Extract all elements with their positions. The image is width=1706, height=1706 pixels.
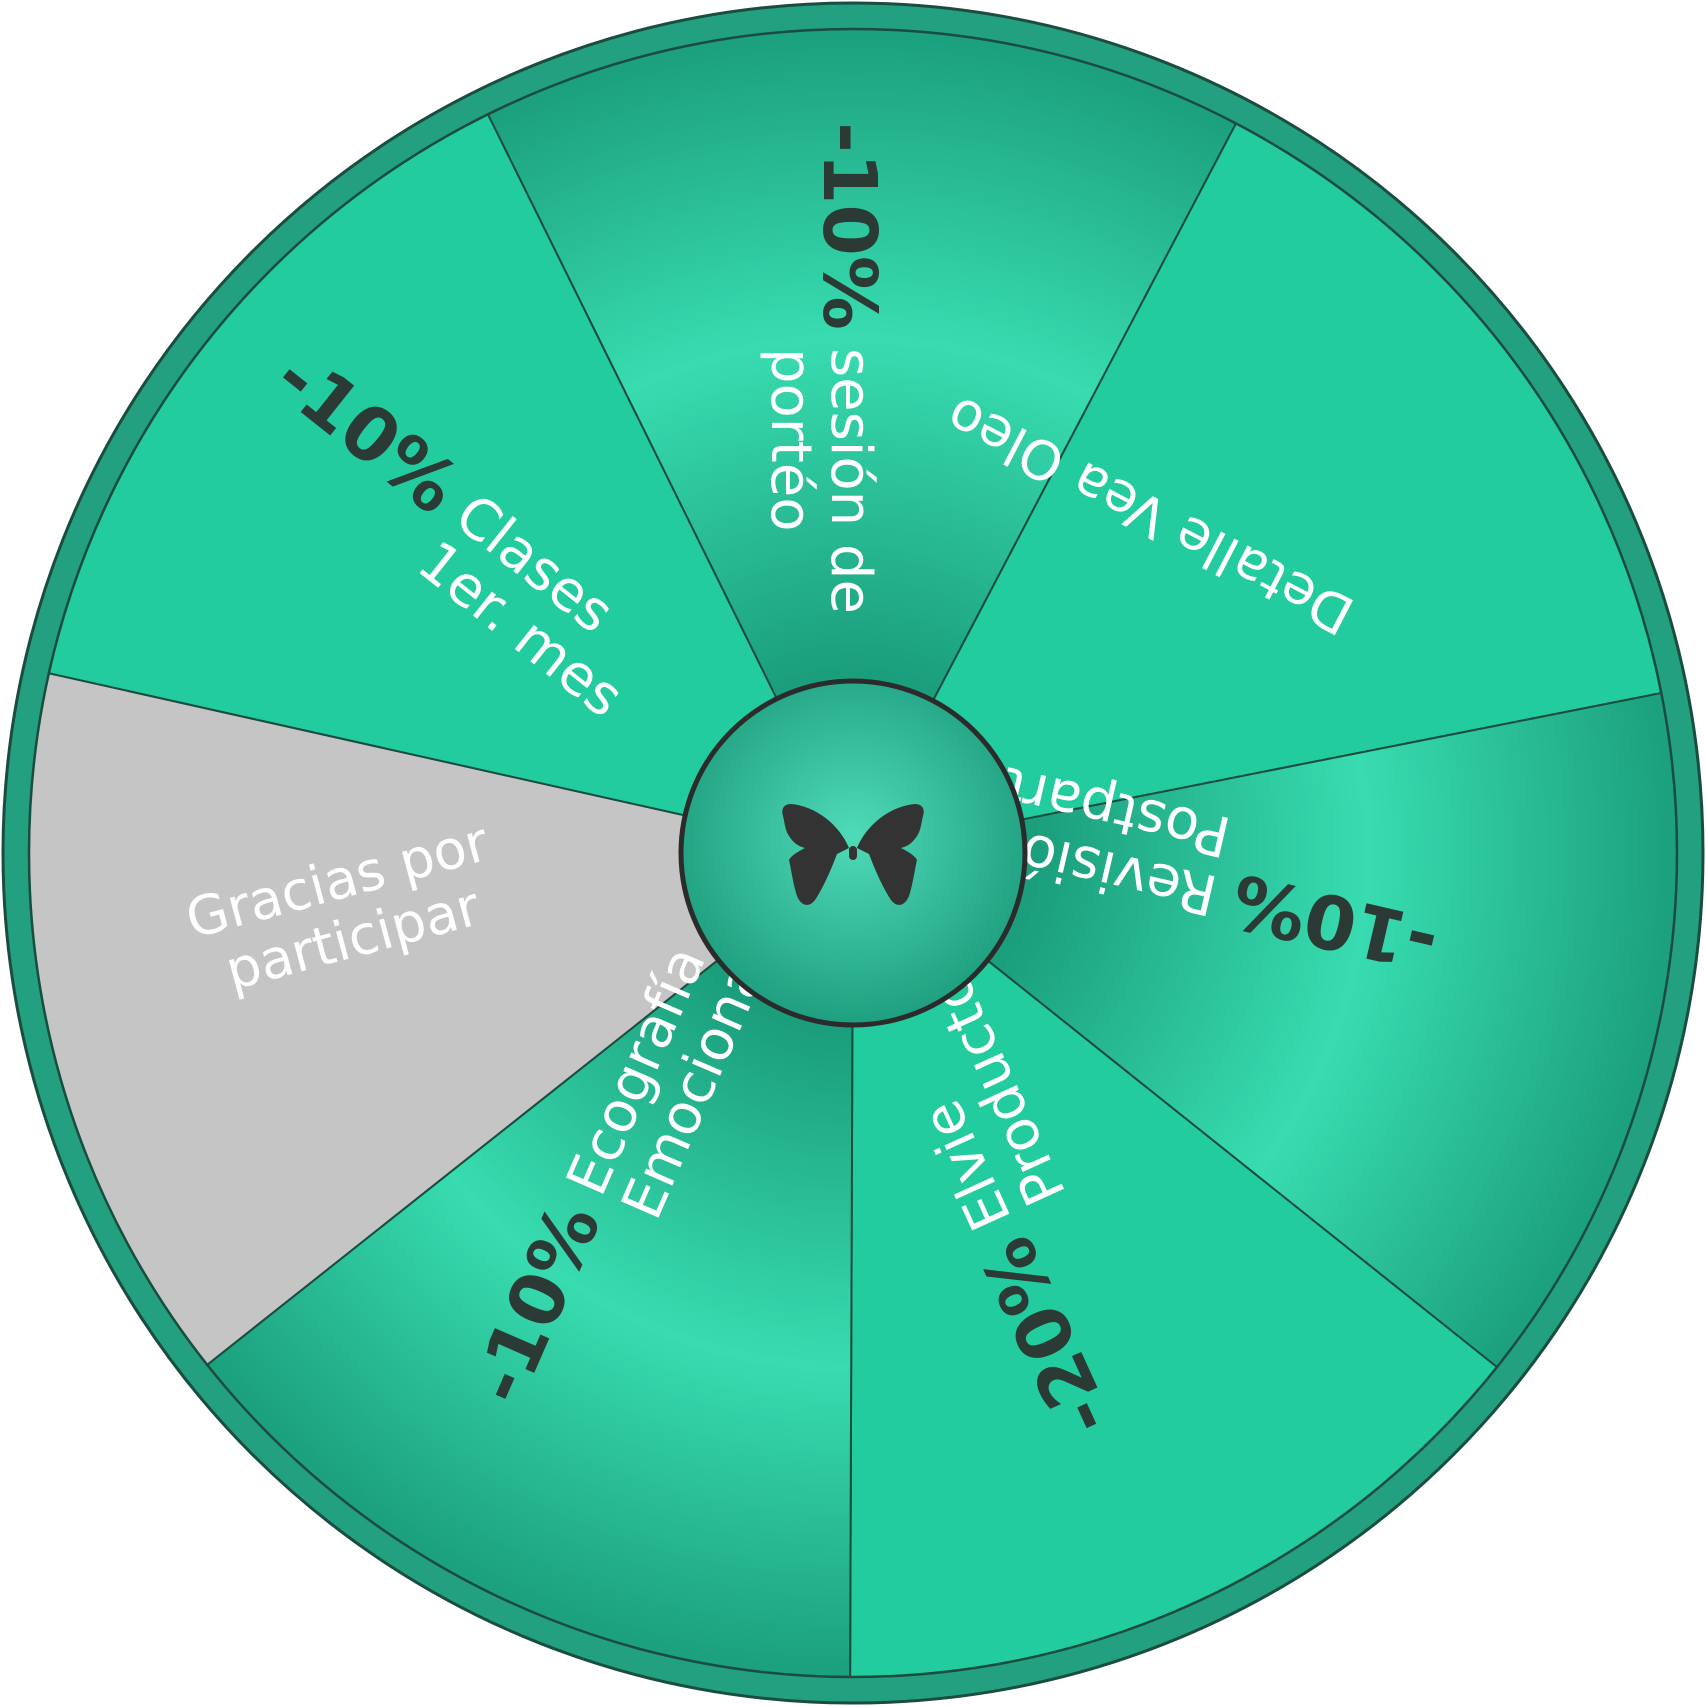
wheel-hub[interactable]: [678, 678, 1028, 1028]
segment-text: sesión de: [818, 348, 883, 614]
butterfly-icon: [782, 804, 924, 905]
wheel-segments: [27, 27, 1678, 1679]
segment-text: portéo: [758, 348, 823, 532]
wheel-inner-outline: [27, 27, 1679, 1679]
segment-percent: -10%: [806, 122, 892, 330]
